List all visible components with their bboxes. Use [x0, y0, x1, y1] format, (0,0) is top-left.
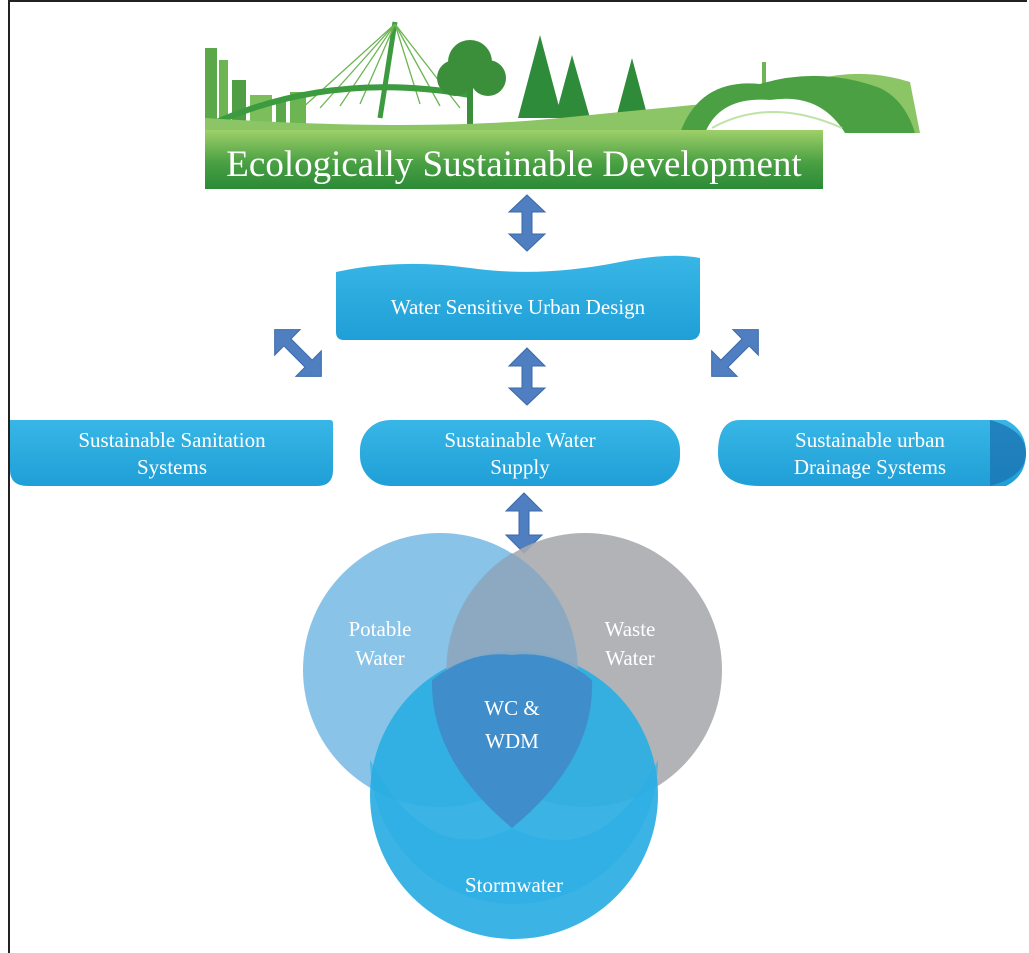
- wsud-box: [336, 255, 700, 340]
- sanitation-label-line1: Sustainable Sanitation: [78, 428, 266, 452]
- vertical-arrow-icon: [507, 347, 547, 406]
- waste-label-line1: Waste: [605, 617, 656, 641]
- skyline-illustration: [205, 21, 920, 133]
- sanitation-label-line2: Systems: [137, 455, 207, 479]
- system-box-sanitation: Sustainable Sanitation Systems: [10, 420, 333, 486]
- potable-label-line1: Potable: [349, 617, 412, 641]
- center-label-line1: WC &: [484, 696, 539, 720]
- wsud-label: Water Sensitive Urban Design: [391, 295, 646, 319]
- drainage-label-line2: Drainage Systems: [794, 455, 946, 479]
- stormwater-label: Stormwater: [465, 873, 563, 897]
- system-box-drainage: Sustainable urban Drainage Systems: [718, 420, 1026, 486]
- vertical-arrow-icon: [507, 194, 547, 252]
- banner-title: Ecologically Sustainable Development: [226, 144, 802, 185]
- diagonal-arrow-icon: [274, 329, 322, 377]
- potable-label-line2: Water: [355, 646, 405, 670]
- diagonal-arrow-icon: [711, 329, 759, 377]
- center-overlap-region: [431, 654, 593, 828]
- system-box-water-supply: Sustainable Water Supply: [360, 420, 680, 486]
- diagram-frame: [8, 0, 1027, 953]
- water-supply-label-line1: Sustainable Water: [444, 428, 595, 452]
- drainage-label-line1: Sustainable urban: [795, 428, 945, 452]
- venn-diagram: [303, 533, 722, 939]
- water-supply-label-line2: Supply: [490, 455, 550, 479]
- waste-label-line2: Water: [605, 646, 655, 670]
- center-label-line2: WDM: [485, 729, 539, 753]
- banner-band: [205, 130, 823, 189]
